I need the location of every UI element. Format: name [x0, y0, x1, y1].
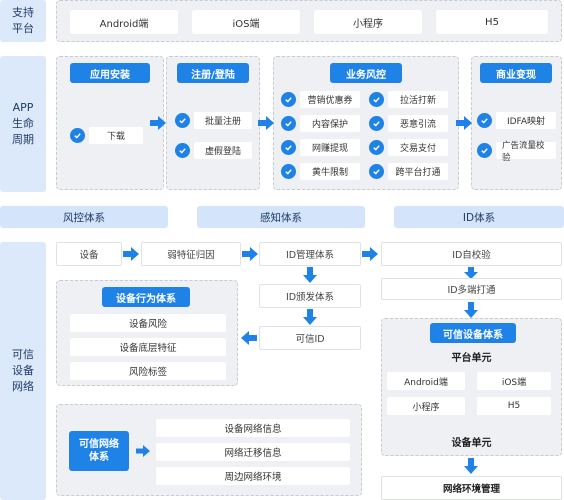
platform-android: Android端 — [70, 10, 178, 34]
business-risk-item-4: 恶意引流 — [369, 115, 448, 132]
register-login-item-1: 批量注册 — [175, 112, 252, 129]
arrow-down-icon — [464, 458, 478, 474]
arrow-down-icon — [464, 267, 478, 279]
trusted-net-item-2: 网络迁移信息 — [156, 443, 350, 461]
arrow-right-icon — [150, 116, 166, 130]
system-id: ID体系 — [394, 206, 564, 228]
check-icon — [369, 164, 384, 179]
business-risk-title: 业务风控 — [330, 63, 402, 83]
arrow-right-icon — [242, 247, 258, 261]
check-icon — [477, 113, 492, 128]
platform-unit-label: 平台单元 — [451, 353, 492, 364]
arrow-right-icon — [258, 116, 274, 130]
platform-h5: H5 — [436, 10, 548, 34]
trusted-platform-ios: iOS端 — [477, 372, 551, 390]
device-unit-label: 设备单元 — [451, 438, 492, 449]
check-icon — [281, 164, 296, 179]
check-icon — [175, 143, 190, 158]
business-monetize-item-1: IDFA映射 — [477, 112, 556, 129]
trusted-platform-miniprogram: 小程序 — [387, 397, 465, 415]
flow-id-issue: ID颁发体系 — [259, 284, 361, 308]
trusted-net-item-1: 设备网络信息 — [156, 419, 350, 437]
business-risk-item-6: 交易支付 — [369, 139, 448, 156]
platform-miniprogram: 小程序 — [314, 10, 422, 34]
check-icon — [369, 92, 384, 107]
trusted-net-item-3: 周边网络环境 — [156, 467, 350, 485]
check-icon — [281, 140, 296, 155]
business-risk-item-2: 拉活打新 — [369, 91, 448, 108]
arrow-right-icon — [456, 116, 472, 130]
arrow-right-icon — [136, 445, 150, 457]
arrow-right-icon — [362, 247, 378, 261]
flow-id-management: ID管理体系 — [259, 242, 361, 266]
trusted-platform-android: Android端 — [387, 372, 465, 390]
platforms-side-label: 支持 平台 — [0, 0, 46, 42]
platform-ios: iOS端 — [192, 10, 300, 34]
trusted-network-side-label: 可信 设备 网络 — [0, 242, 46, 500]
system-perception: 感知体系 — [197, 206, 365, 228]
system-risk-control: 风控体系 — [0, 206, 168, 228]
flow-id-multi-end: ID多端打通 — [381, 278, 562, 300]
trusted-platform-h5: H5 — [477, 397, 551, 415]
check-icon — [70, 128, 85, 143]
business-risk-item-1: 营销优惠券 — [281, 91, 360, 108]
check-icon — [477, 143, 492, 158]
flow-trusted-id: 可信ID — [259, 326, 361, 350]
business-monetize-item-2: 广告流量校验 — [477, 141, 556, 163]
check-icon — [369, 116, 384, 131]
arrow-down-icon — [303, 309, 317, 325]
app-install-title: 应用安装 — [70, 63, 150, 83]
register-login-title: 注册/登陆 — [177, 63, 249, 83]
arrow-left-icon — [241, 331, 257, 345]
check-icon — [369, 140, 384, 155]
device-behavior-item-1: 设备风险 — [70, 314, 226, 332]
lifecycle-side-label: APP 生命 周期 — [0, 56, 46, 192]
arrow-down-icon — [303, 267, 317, 283]
flow-network-env-management: 网络环境管理 — [381, 476, 562, 500]
flow-device: 设备 — [56, 242, 122, 266]
business-risk-item-7: 黄牛限制 — [281, 163, 360, 180]
device-behavior-item-2: 设备底层特征 — [70, 338, 226, 356]
business-monetize-title: 商业变现 — [480, 63, 552, 83]
check-icon — [281, 92, 296, 107]
device-behavior-title: 设备行为体系 — [102, 287, 190, 307]
app-install-item: 下载 — [70, 127, 143, 144]
flow-weak-attribution: 弱特征归因 — [141, 242, 241, 266]
business-risk-item-5: 网赚提现 — [281, 139, 360, 156]
flow-id-self-check: ID自校验 — [381, 242, 562, 266]
business-risk-item-3: 内容保护 — [281, 115, 360, 132]
device-behavior-item-3: 风险标签 — [70, 362, 226, 380]
business-risk-item-8: 跨平台打通 — [369, 163, 448, 180]
check-icon — [175, 113, 190, 128]
arrow-right-icon — [123, 247, 139, 261]
trusted-device-title: 可信设备体系 — [430, 323, 516, 343]
register-login-item-2: 虚假登陆 — [175, 142, 252, 159]
arrow-down-icon — [464, 302, 478, 318]
check-icon — [281, 116, 296, 131]
trusted-net-title: 可信网络 体系 — [69, 431, 129, 471]
